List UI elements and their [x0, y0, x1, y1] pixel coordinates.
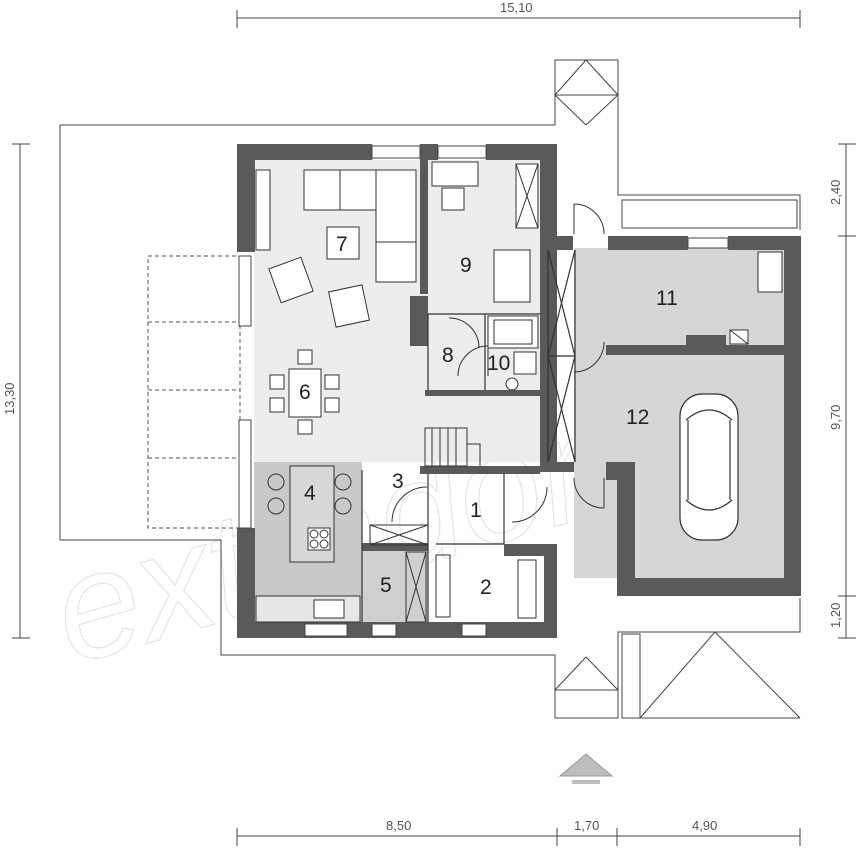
dimension-lines — [12, 10, 856, 846]
dimension-bottom-1: 8,50 — [386, 818, 411, 833]
entrance-arrow — [558, 753, 614, 777]
garage-shelf — [729, 251, 783, 345]
terrace — [147, 255, 241, 529]
room-label-12: 12 — [626, 406, 649, 429]
sofa — [303, 169, 417, 283]
windows — [238, 145, 729, 637]
car — [679, 393, 739, 541]
doors — [391, 203, 605, 523]
roof-outline — [59, 59, 801, 719]
armchair — [268, 256, 370, 328]
dimension-bottom-3: 4,90 — [692, 818, 717, 833]
room-label-10: 10 — [487, 352, 510, 375]
room-label-5: 5 — [380, 574, 392, 597]
kitchen-island — [255, 465, 361, 623]
room-label-3: 3 — [392, 470, 404, 493]
dining-table — [269, 349, 340, 435]
dimension-left-total: 13,30 — [2, 382, 17, 415]
room-label-9: 9 — [460, 254, 472, 277]
room-label-8: 8 — [442, 344, 454, 367]
room-label-1: 1 — [470, 499, 482, 522]
room-label-6: 6 — [299, 381, 311, 404]
closets — [369, 524, 537, 623]
room-label-11: 11 — [656, 287, 678, 310]
bathroom-fixtures — [487, 315, 539, 391]
roof-ridges — [554, 59, 801, 719]
interior-partitions — [361, 249, 576, 622]
room-label-2: 2 — [480, 576, 492, 599]
tv-stand — [255, 163, 539, 303]
dimension-right-2: 9,70 — [828, 405, 843, 430]
dimension-top-total: 15,10 — [500, 0, 533, 15]
desk — [431, 161, 479, 211]
dimension-right-3: 1,20 — [828, 603, 843, 628]
room-labels: 1 2 3 4 5 6 7 8 9 10 11 12 — [299, 226, 678, 599]
room-label-4: 4 — [304, 482, 316, 505]
dimension-right-1: 2,40 — [828, 180, 843, 205]
dimension-bottom-2: 1,70 — [574, 818, 599, 833]
stairs — [424, 427, 481, 467]
room-label-7: 7 — [336, 233, 348, 256]
